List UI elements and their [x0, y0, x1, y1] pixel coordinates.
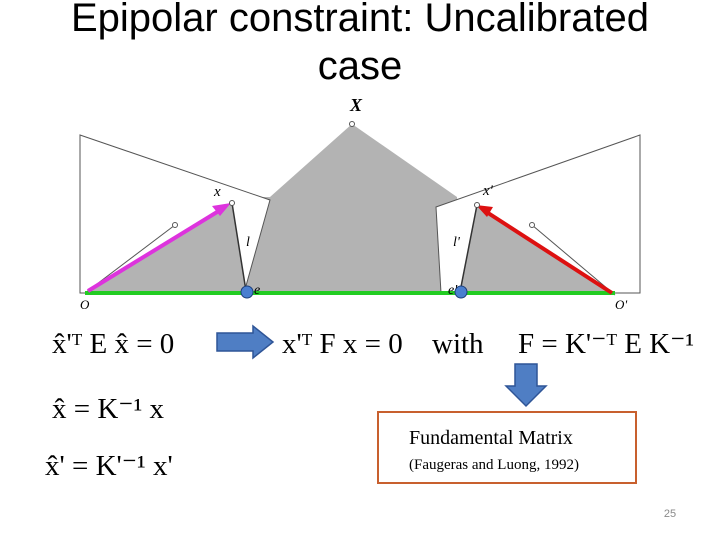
right-ray-arrowhead: [476, 205, 493, 217]
epipolar-diagram: [79, 121, 641, 299]
normalized-x-prime-equation: x̂' = K'⁻¹ x': [45, 450, 173, 482]
point-X-marker: [349, 121, 355, 127]
down-arrow-icon: [504, 363, 548, 408]
left-ray-arrowhead: [212, 203, 231, 216]
label-X: X: [350, 95, 363, 115]
epipole-e-prime-marker: [454, 285, 468, 299]
slide-title-line-1: Epipolar constraint: Uncalibrated: [70, 0, 650, 40]
fundamental-constraint-equation: x'ᵀ F x = 0: [282, 328, 403, 360]
with-text: with: [432, 328, 484, 360]
label-x: x: [214, 184, 221, 200]
right-plane-shade: [460, 205, 615, 295]
label-l-prime: l': [453, 235, 460, 250]
fundamental-definition-equation: F = K'⁻ᵀ E K⁻¹: [518, 328, 695, 360]
right-ray-arrow: [483, 209, 614, 295]
label-e-prime: e': [448, 283, 458, 298]
right-far-point: [529, 222, 535, 228]
fundamental-matrix-callout: Fundamental Matrix (Faugeras and Luong, …: [377, 411, 637, 484]
left-ray-arrow: [86, 207, 224, 293]
point-x-marker: [229, 200, 235, 206]
right-arrow-icon: [216, 324, 275, 360]
label-l: l: [246, 235, 250, 250]
page-number: 25: [663, 508, 677, 520]
right-ray-extension: [531, 224, 616, 296]
epipole-e-marker: [240, 285, 254, 299]
callout-heading: Fundamental Matrix: [409, 427, 573, 449]
slide-title-line-2: case: [317, 44, 403, 88]
point-x-prime-marker: [474, 202, 480, 208]
essential-constraint-equation: x̂'ᵀ E x̂ = 0: [52, 328, 175, 360]
left-far-point: [172, 222, 178, 228]
label-e: e: [254, 283, 261, 298]
callout-citation: (Faugeras and Luong, 1992): [409, 457, 579, 473]
label-O-prime: O': [615, 297, 628, 312]
epipolar-line-l-prime: [459, 204, 478, 293]
label-x-prime: x': [483, 183, 493, 199]
epipolar-line-l: [231, 202, 247, 292]
normalized-x-equation: x̂ = K⁻¹ x: [52, 393, 165, 425]
label-O: O: [80, 297, 90, 312]
